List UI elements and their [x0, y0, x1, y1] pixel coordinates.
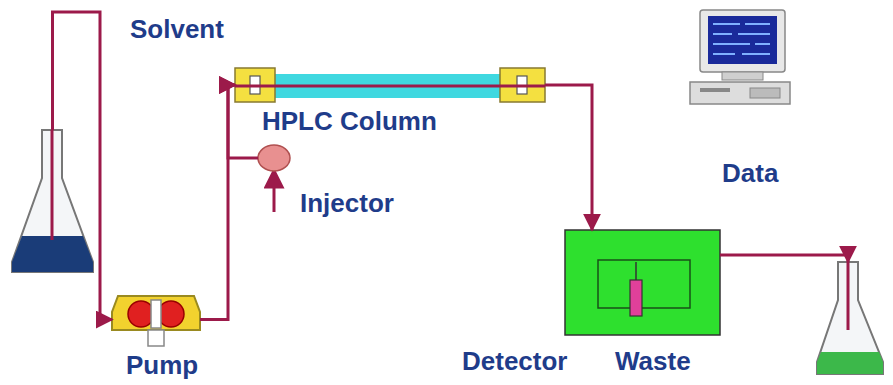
node-label: Detector	[462, 346, 567, 376]
computer-icon	[690, 10, 790, 104]
solvent-flask	[12, 130, 93, 272]
node-label: Solvent	[130, 14, 224, 44]
diagram-node: Waste	[815, 262, 885, 378]
diagram-node: Solvent	[10, 130, 95, 275]
diagram-node: Injector	[258, 145, 290, 171]
waste-flask	[817, 262, 883, 374]
node-label: HPLC Column	[262, 106, 437, 136]
node-label: Waste	[615, 346, 691, 376]
node-label: Data	[722, 158, 778, 188]
node-label: Injector	[300, 188, 394, 218]
node-label: Pump	[126, 350, 198, 380]
diagram-node: Detector	[565, 230, 720, 335]
injector-symbol	[258, 145, 290, 212]
pump-symbol	[112, 296, 200, 346]
diagram-node: HPLC Column	[235, 66, 545, 104]
flow-line	[720, 255, 848, 262]
flow-line	[545, 85, 592, 230]
hplc-column	[235, 68, 545, 102]
detector-box	[565, 230, 720, 335]
diagram-node: Data	[690, 8, 790, 106]
flow-line	[53, 12, 113, 320]
flow-line	[200, 85, 235, 320]
flow-line	[228, 85, 258, 158]
diagram-node: Pump	[112, 285, 200, 346]
